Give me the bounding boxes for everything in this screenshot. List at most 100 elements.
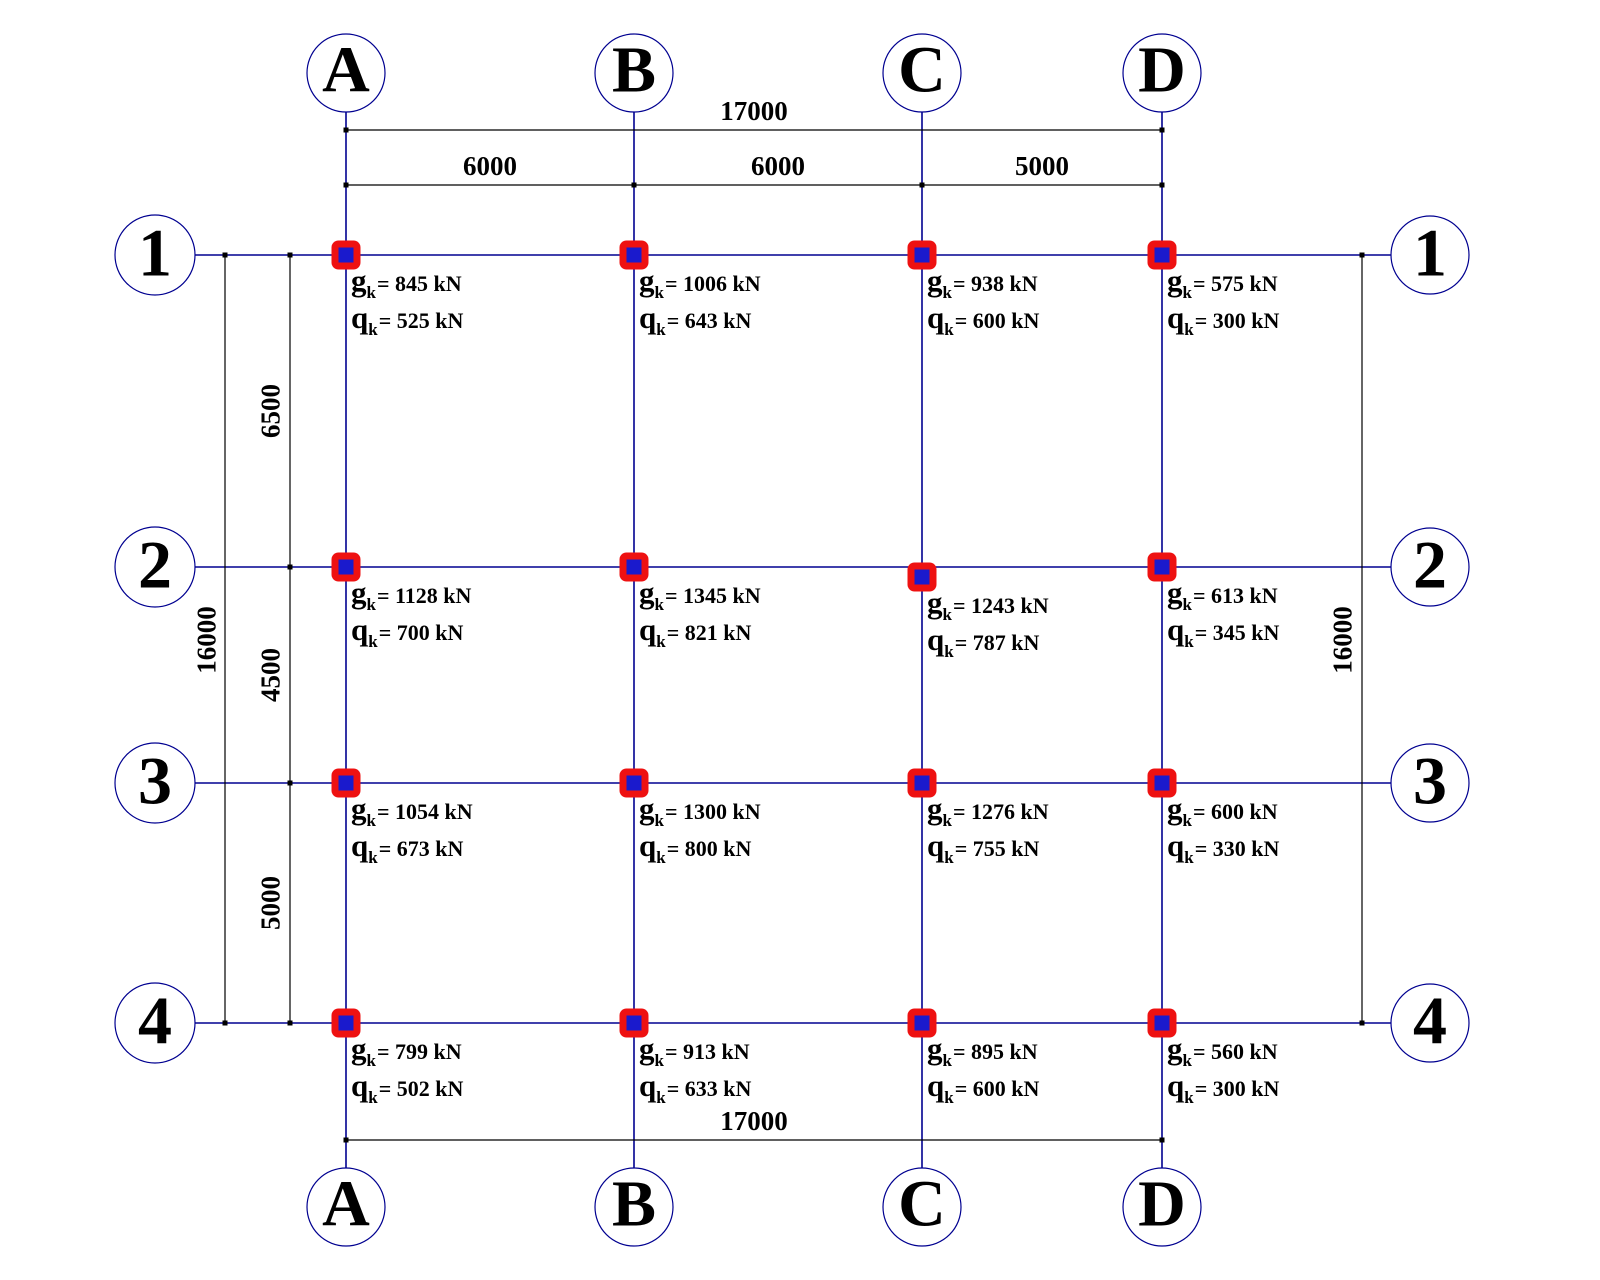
load-label-gk-D3: gk= 600 kN [1167, 791, 1278, 830]
column-marker-inner-C2 [914, 569, 930, 585]
dimension-label-left-span-23: 4500 [255, 648, 286, 702]
dimension-label-left-overall: 16000 [191, 606, 222, 674]
load-label-gk-B3: gk= 1300 kN [639, 791, 761, 830]
load-label-qk-A2: qk= 700 kN [351, 612, 464, 651]
column-marker-inner-B4 [626, 1015, 642, 1031]
dimension-label-bottom-overall: 17000 [720, 1106, 788, 1136]
dimension-tick-dot [287, 252, 293, 258]
load-label-gk-A4: gk= 799 kN [351, 1031, 462, 1070]
load-label-gk-C1: gk= 938 kN [927, 263, 1038, 302]
axis-bubble-4-right [1390, 983, 1470, 1063]
load-label-gk-A2: gk= 1128 kN [351, 575, 472, 614]
axis-bubble-label-D-top: D [1138, 33, 1186, 107]
load-label-qk-B1: qk= 643 kN [639, 300, 752, 339]
load-label-gk-B1: gk= 1006 kN [639, 263, 761, 302]
load-label-qk-D2: qk= 345 kN [1167, 612, 1280, 651]
axis-bubble-C-bottom [882, 1167, 962, 1247]
dimension-label-top-span-cd: 5000 [1015, 151, 1069, 181]
axis-bubble-label-2-left: 2 [138, 526, 172, 603]
axis-bubble-label-1-right: 1 [1413, 214, 1447, 291]
axis-bubble-label-4-right: 4 [1413, 982, 1447, 1059]
axis-bubble-label-C-bottom: C [898, 1167, 946, 1241]
column-marker-inner-D4 [1154, 1015, 1170, 1031]
dimension-tick-dot [343, 127, 349, 133]
load-label-qk-C1: qk= 600 kN [927, 300, 1040, 339]
axis-bubble-label-4-left: 4 [138, 982, 172, 1059]
column-marker-inner-B3 [626, 775, 642, 791]
dimension-tick-dot [287, 564, 293, 570]
axis-bubble-B-top [594, 33, 674, 113]
axis-bubble-1-right [1390, 215, 1470, 295]
axis-bubble-label-C-top: C [898, 33, 946, 107]
column-marker-inner-A3 [338, 775, 354, 791]
dimension-tick-dot [1159, 127, 1165, 133]
column-marker-inner-D2 [1154, 559, 1170, 575]
axis-bubble-B-bottom [594, 1167, 674, 1247]
dimension-label-left-span-12: 6500 [255, 384, 286, 438]
dimension-tick-dot [1159, 1137, 1165, 1143]
axis-bubble-label-2-right: 2 [1413, 526, 1447, 603]
dimension-label-top-span-bc: 6000 [751, 151, 805, 181]
load-label-qk-D1: qk= 300 kN [1167, 300, 1280, 339]
load-label-qk-B2: qk= 821 kN [639, 612, 752, 651]
load-label-qk-D4: qk= 300 kN [1167, 1068, 1280, 1107]
dimension-tick-dot [919, 182, 925, 188]
load-label-gk-B4: gk= 913 kN [639, 1031, 750, 1070]
column-marker-inner-C1 [914, 247, 930, 263]
axis-bubble-4-left [114, 982, 196, 1064]
column-marker-inner-D1 [1154, 247, 1170, 263]
load-label-gk-D4: gk= 560 kN [1167, 1031, 1278, 1070]
load-label-gk-C2: gk= 1243 kN [927, 585, 1049, 624]
load-label-gk-B2: gk= 1345 kN [639, 575, 761, 614]
load-label-qk-C3: qk= 755 kN [927, 828, 1040, 867]
dimension-label-left-span-34: 5000 [255, 876, 286, 930]
load-label-qk-D3: qk= 330 kN [1167, 828, 1280, 867]
dimension-tick-dot [1159, 182, 1165, 188]
dimension-tick-dot [287, 780, 293, 786]
axis-bubble-label-B-bottom: B [611, 1167, 657, 1241]
column-marker-inner-B1 [626, 247, 642, 263]
load-label-gk-A3: gk= 1054 kN [351, 791, 473, 830]
load-label-qk-A4: qk= 502 kN [351, 1068, 464, 1107]
load-label-gk-D2: gk= 613 kN [1167, 575, 1278, 614]
load-label-qk-B3: qk= 800 kN [639, 828, 752, 867]
dimension-tick-dot [631, 182, 637, 188]
column-marker-inner-A1 [338, 247, 354, 263]
dimension-label-right-overall: 16000 [1327, 606, 1358, 674]
dimension-tick-dot [343, 182, 349, 188]
column-marker-inner-C3 [914, 775, 930, 791]
axis-bubble-A-bottom [306, 1167, 386, 1247]
column-marker-inner-B2 [626, 559, 642, 575]
column-marker-inner-C4 [914, 1015, 930, 1031]
axis-bubble-D-top [1122, 33, 1202, 113]
dimension-label-top-span-ab: 6000 [463, 151, 517, 181]
axis-bubble-label-1-left: 1 [138, 214, 172, 291]
load-label-gk-D1: gk= 575 kN [1167, 263, 1278, 302]
axis-bubble-3-left [114, 742, 196, 824]
axis-bubble-label-A-bottom: A [322, 1167, 370, 1241]
column-marker-inner-A2 [338, 559, 354, 575]
column-marker-inner-D3 [1154, 775, 1170, 791]
load-label-gk-A1: gk= 845 kN [351, 263, 462, 302]
load-label-qk-C4: qk= 600 kN [927, 1068, 1040, 1107]
axis-bubble-2-left [114, 526, 196, 608]
dimension-tick-dot [222, 252, 228, 258]
load-label-qk-A1: qk= 525 kN [351, 300, 464, 339]
dimension-label-top-overall: 17000 [720, 96, 788, 126]
load-label-qk-A3: qk= 673 kN [351, 828, 464, 867]
dimension-tick-dot [222, 1020, 228, 1026]
axis-bubble-label-3-right: 3 [1413, 742, 1447, 819]
axis-bubble-D-bottom [1122, 1167, 1202, 1247]
column-marker-inner-A4 [338, 1015, 354, 1031]
dimension-tick-dot [343, 1137, 349, 1143]
load-label-qk-B4: qk= 633 kN [639, 1068, 752, 1107]
dimension-tick-dot [1359, 252, 1365, 258]
axis-bubble-label-A-top: A [322, 33, 370, 107]
axis-bubble-A-top [306, 33, 386, 113]
load-label-gk-C3: gk= 1276 kN [927, 791, 1049, 830]
axis-bubble-label-D-bottom: D [1138, 1167, 1186, 1241]
axis-bubble-label-3-left: 3 [138, 742, 172, 819]
load-label-gk-C4: gk= 895 kN [927, 1031, 1038, 1070]
